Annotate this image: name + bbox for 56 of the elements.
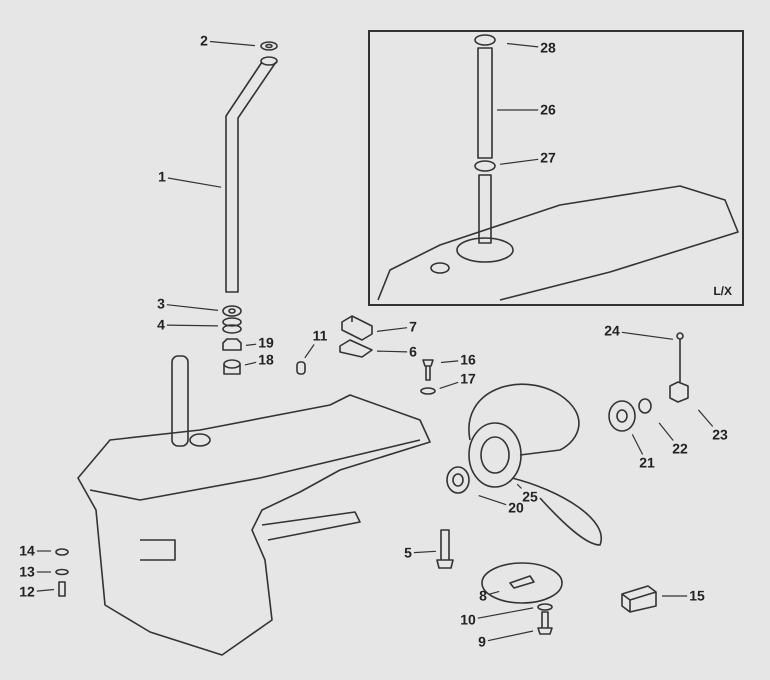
callout-number: 7 — [408, 320, 418, 334]
leader-line — [440, 360, 458, 364]
leader-line — [698, 409, 714, 427]
callout-number: 14 — [18, 544, 36, 558]
leader-line — [632, 434, 644, 455]
leader-line — [244, 362, 256, 366]
leader-line — [622, 332, 674, 340]
leader-line — [166, 304, 218, 311]
leader-line — [414, 550, 436, 554]
callout-number: 6 — [408, 344, 418, 360]
leader-line — [36, 571, 51, 573]
callout-number: 28 — [539, 40, 557, 56]
callout-number: 9 — [477, 634, 487, 650]
callout-number: 22 — [671, 442, 689, 456]
leader-line — [36, 550, 51, 552]
leader-line — [662, 595, 688, 597]
inset-frame — [368, 30, 744, 306]
leader-line — [658, 422, 674, 441]
leader-line — [304, 344, 315, 358]
leader-line — [440, 382, 458, 389]
leader-line — [516, 484, 522, 489]
callout-number: 13 — [18, 564, 36, 580]
callout-number: 5 — [403, 546, 413, 560]
callout-number: 23 — [711, 428, 729, 442]
leader-line — [478, 495, 506, 506]
leader-line — [246, 344, 256, 346]
leader-line — [488, 630, 534, 642]
leader-line — [376, 350, 408, 352]
callout-number: 1 — [157, 170, 167, 184]
callout-number: 17 — [459, 372, 477, 386]
callout-number: 15 — [688, 588, 706, 604]
leader-line — [506, 42, 538, 48]
callout-number: 8 — [478, 588, 488, 604]
callout-number: 12 — [18, 584, 36, 600]
callout-number: 11 — [312, 328, 328, 344]
leader-line — [210, 40, 256, 46]
callout-number: 4 — [156, 318, 166, 332]
leader-line — [478, 607, 534, 619]
variant-label: L/X — [713, 284, 732, 298]
callout-number: 27 — [539, 150, 557, 166]
callout-number: 3 — [156, 296, 166, 312]
leader-line — [36, 588, 54, 592]
leader-line — [497, 109, 538, 111]
leader-line — [166, 324, 218, 326]
leader-line — [500, 158, 538, 165]
callout-number: 16 — [459, 352, 477, 368]
leader-line — [168, 177, 222, 188]
callout-number: 26 — [539, 102, 557, 118]
callout-number: 18 — [257, 352, 275, 368]
leader-line — [376, 327, 408, 332]
callout-number: 2 — [199, 34, 209, 48]
leader-line — [488, 590, 500, 595]
callout-number: 24 — [603, 324, 621, 338]
callout-number: 19 — [257, 336, 275, 350]
callout-number: 21 — [638, 456, 656, 470]
callout-number: 10 — [459, 612, 477, 628]
